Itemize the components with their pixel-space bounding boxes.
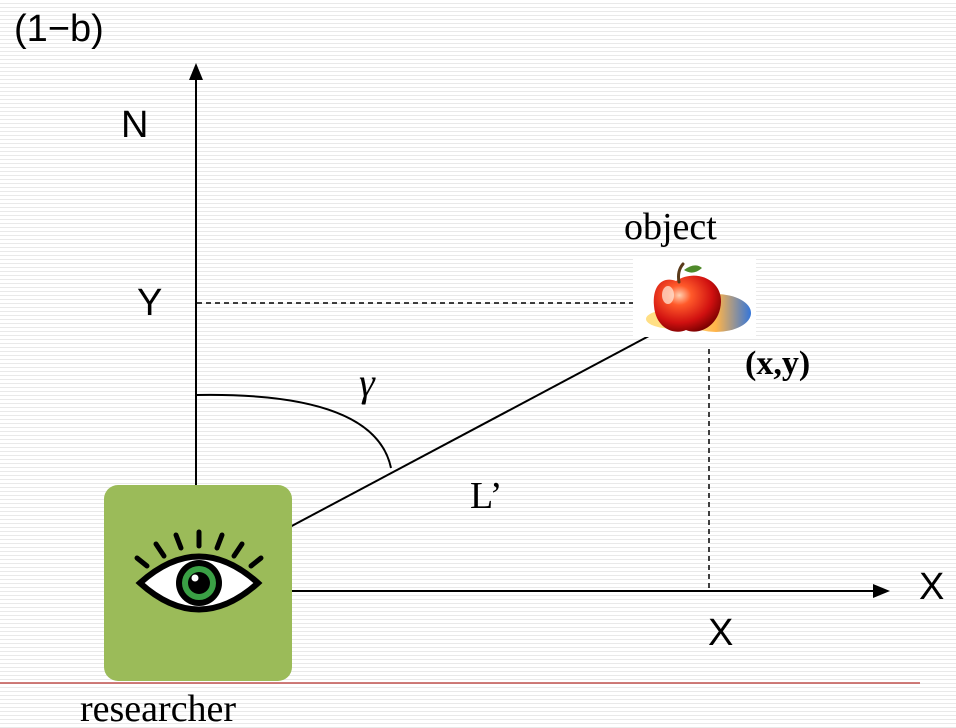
- north-axis-arrowhead: [189, 63, 203, 80]
- y-tick-label: Y: [137, 282, 163, 324]
- east-axis-label: X: [919, 566, 945, 608]
- apple-icon: [633, 257, 756, 337]
- north-axis-label: N: [121, 104, 149, 146]
- object-label: object: [624, 206, 717, 248]
- researcher-label: researcher: [80, 688, 237, 728]
- sight-line: [255, 327, 665, 546]
- x-tick-label: X: [708, 612, 734, 654]
- object-coordinates: (x,y): [745, 345, 811, 382]
- angle-label: γ: [359, 360, 375, 405]
- east-axis-arrowhead: [873, 584, 890, 598]
- distance-label: L’: [470, 475, 503, 517]
- angle-arc: [196, 393, 392, 469]
- slide-number: (1−b): [14, 8, 104, 50]
- eye-icon: [134, 529, 264, 613]
